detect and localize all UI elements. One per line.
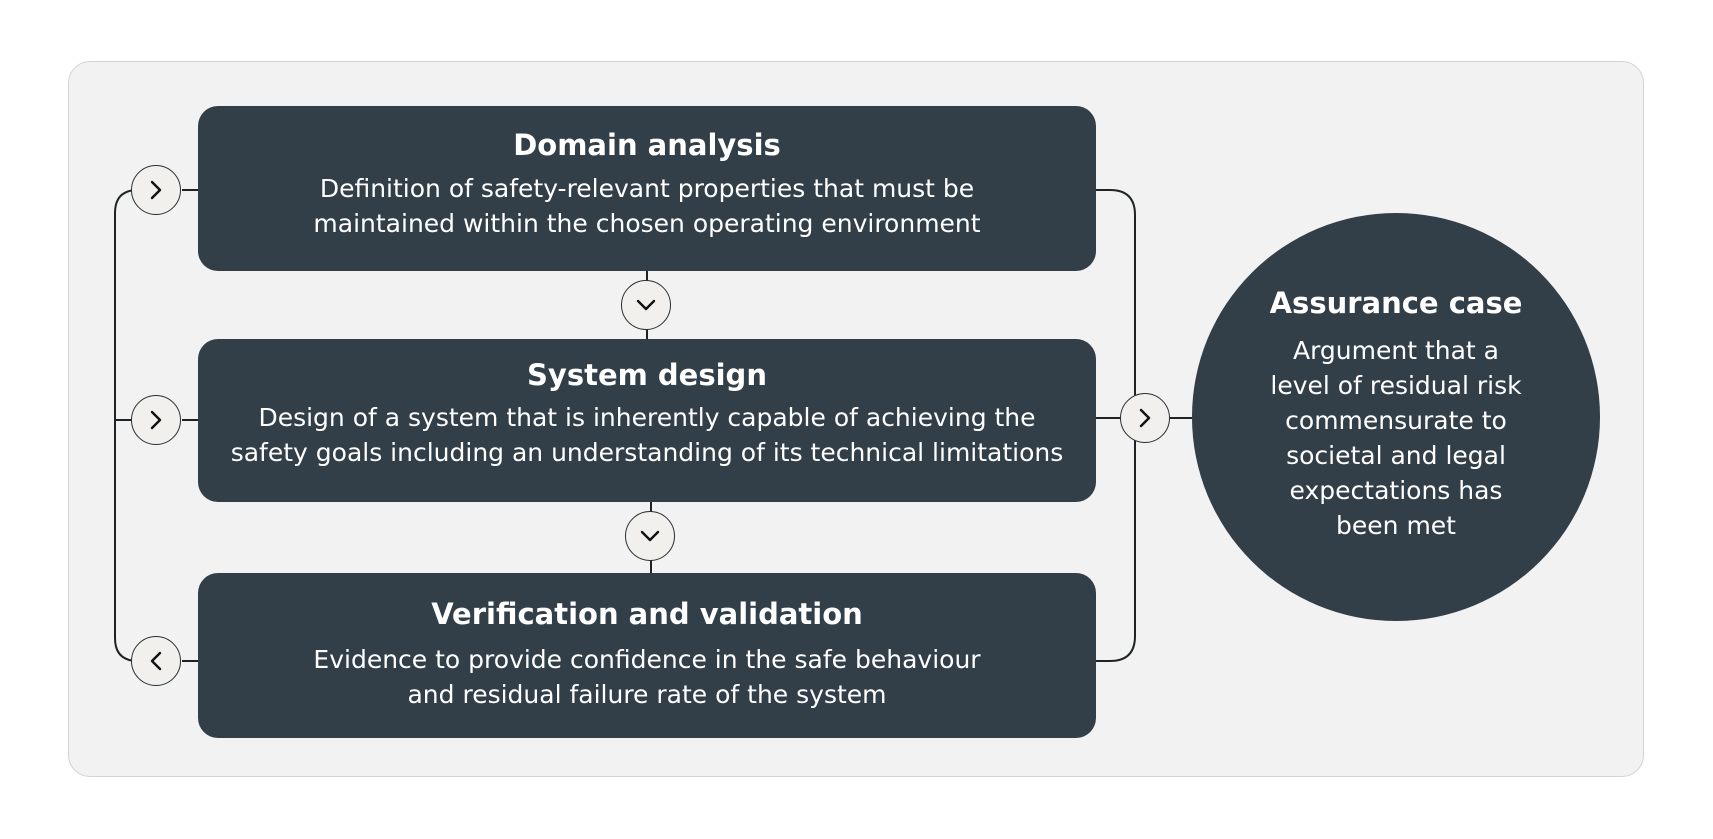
domain-analysis-title: Domain analysis xyxy=(513,128,781,162)
assurance-case-description: Argument that a level of residual risk c… xyxy=(1270,336,1522,540)
verification-validation-description: Evidence to provide confidence in the sa… xyxy=(313,645,981,709)
verification-validation-box: Verification and validation Evidence to … xyxy=(198,573,1096,738)
chevron-down-icon xyxy=(625,511,675,561)
system-design-box: System design Design of a system that is… xyxy=(198,339,1096,502)
verification-validation-title: Verification and validation xyxy=(431,597,863,631)
system-design-title: System design xyxy=(527,358,767,392)
assurance-case-title: Assurance case xyxy=(1269,286,1523,320)
chevron-down-icon xyxy=(621,280,671,330)
domain-analysis-description: Definition of safety-relevant properties… xyxy=(313,174,981,238)
assurance-case-circle: Assurance case Argument that a level of … xyxy=(1192,213,1600,621)
system-design-description: Design of a system that is inherently ca… xyxy=(230,403,1064,467)
left-loop-line xyxy=(114,189,157,662)
domain-analysis-box: Domain analysis Definition of safety-rel… xyxy=(198,106,1096,271)
chevron-right-icon xyxy=(131,165,181,215)
chevron-right-icon xyxy=(1120,393,1170,443)
chevron-left-icon xyxy=(131,636,181,686)
chevron-right-icon xyxy=(131,395,181,445)
